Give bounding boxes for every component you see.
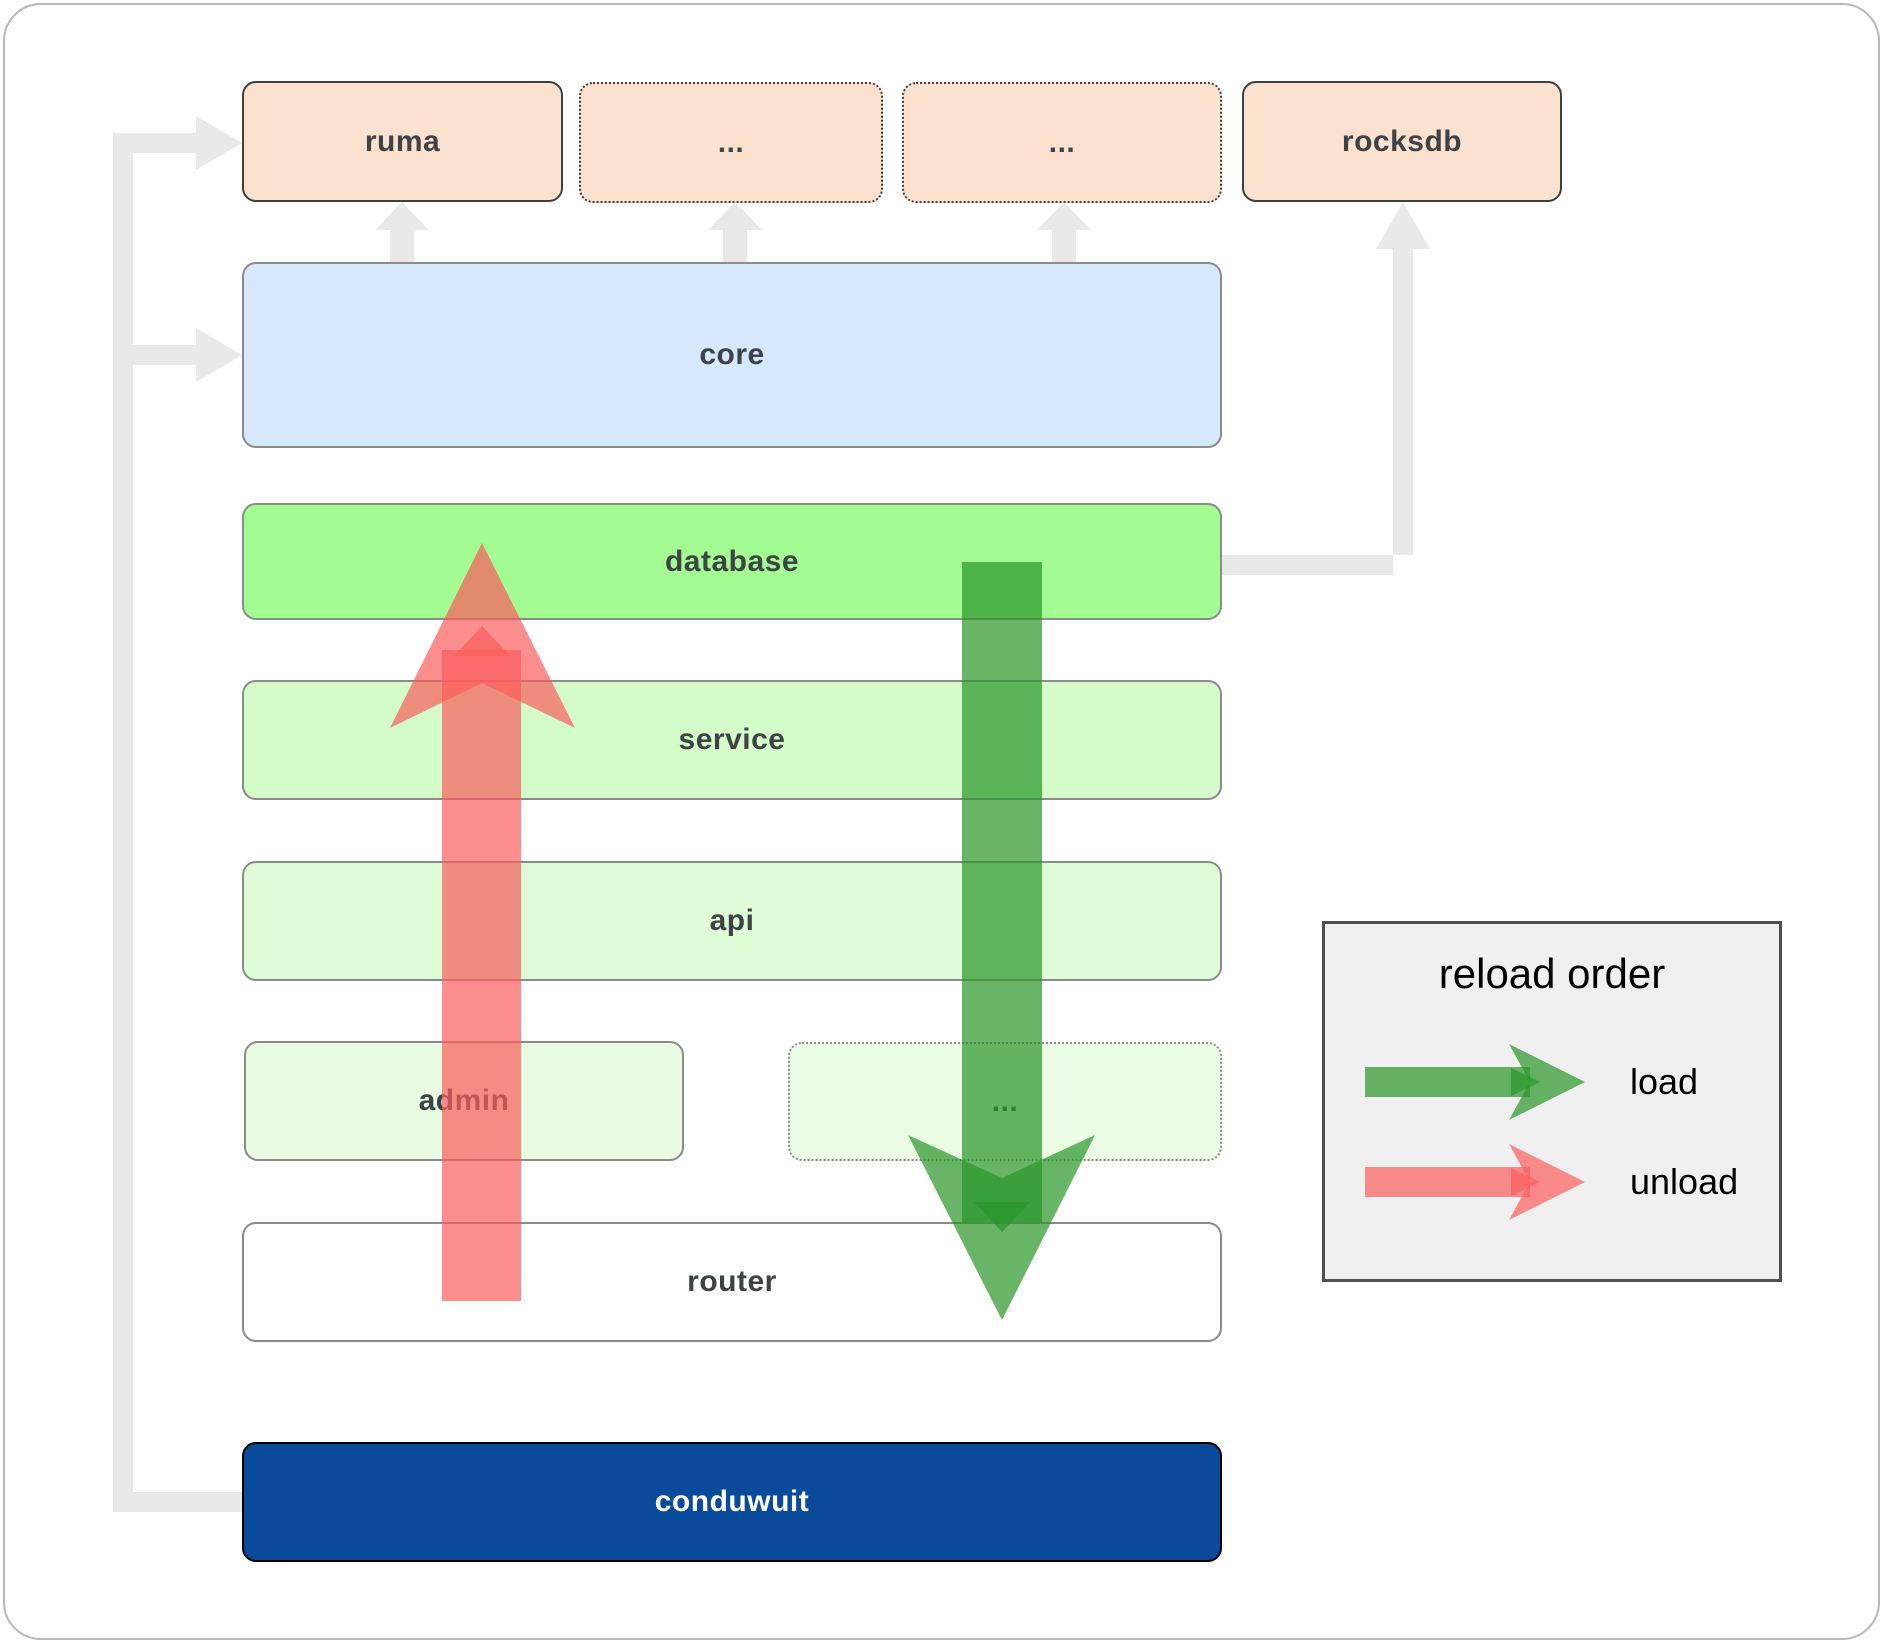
node-ruma-label: ruma [364,124,441,158]
node-api: api [242,861,1222,981]
node-dots-top-2: ... [902,82,1222,203]
arrowhead-into-rocksdb-icon [1376,202,1430,249]
core-to-dots2-arrowhead-icon [1037,202,1091,230]
node-admin-label: admin [418,1084,510,1117]
core-to-ruma-arrowhead-icon [375,202,429,230]
node-conduwuit: conduwuit [242,1442,1222,1562]
node-rocksdb: rocksdb [1242,81,1562,202]
node-dots-top-2-label: ... [1048,125,1076,159]
node-database: database [242,503,1222,620]
node-rocksdb-label: rocksdb [1341,124,1463,158]
node-service-label: service [678,723,786,756]
arrowhead-into-ruma-icon [196,116,242,170]
legend-row-load: load [1325,1037,1779,1127]
node-api-label: api [709,904,755,937]
gray-connectors [113,116,1430,1512]
node-conduwuit-label: conduwuit [654,1485,810,1518]
branch-to-core-line [123,345,202,365]
node-service: service [242,680,1222,800]
core-to-dots1-line [723,227,747,263]
arrowhead-into-core-icon [196,328,242,382]
node-core-label: core [699,338,765,371]
node-ruma: ruma [242,81,563,202]
node-database-label: database [664,544,800,578]
node-core: core [242,262,1222,448]
legend-title: reload order [1438,950,1666,997]
core-to-dots1-arrowhead-icon [708,202,762,230]
node-router: router [242,1222,1222,1342]
node-dots-top-1-label: ... [717,125,745,159]
legend-box: reload order load unload [1322,921,1782,1282]
node-admin: admin [244,1041,684,1161]
core-to-dots2-line [1052,227,1076,263]
node-dots-admin-row-label: ... [991,1084,1019,1118]
unload-arrow-icon [1365,1144,1585,1220]
node-router-label: router [687,1265,777,1298]
core-to-ruma-line [390,227,414,263]
conduwuit-to-ruma-elbow-line [113,133,242,1512]
database-to-rocksdb-elbow-line [1222,247,1413,575]
legend-load-label: load [1630,1061,1699,1102]
legend-row-unload: unload [1325,1137,1779,1227]
node-dots-admin-row: ... [788,1042,1222,1161]
node-dots-top-1: ... [579,82,883,203]
load-arrow-icon [1365,1044,1585,1120]
legend-unload-label: unload [1630,1161,1739,1202]
